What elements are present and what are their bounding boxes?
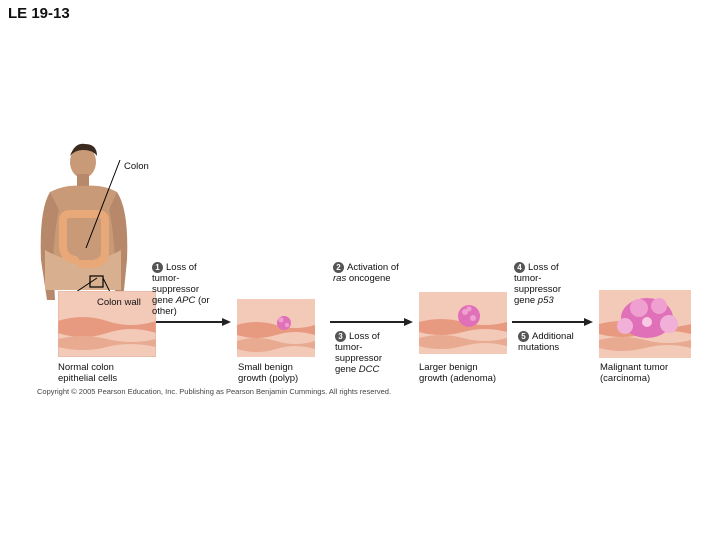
step-2-line-2: oncogene (346, 273, 390, 284)
step-3-number: 3 (335, 331, 346, 342)
step-4-line-3: suppressor (514, 284, 561, 295)
malignant-line-2: (carcinoma) (600, 373, 668, 384)
step-4-line-1: Loss of (528, 262, 559, 273)
small-benign-line-2: growth (polyp) (238, 373, 298, 384)
malignant-label: Malignant tumor (carcinoma) (600, 362, 668, 384)
colon-wall-label: Colon wall (97, 297, 141, 308)
step-4-number: 4 (514, 262, 525, 273)
step-1-line-2: tumor- (152, 273, 210, 284)
step-4-gene: p53 (538, 295, 554, 306)
step-3-line-1: Loss of (349, 331, 380, 342)
step-5-line-1: Additional (532, 331, 574, 342)
larger-benign-line-1: Larger benign (419, 362, 496, 373)
step-4-line-4: gene (514, 295, 538, 306)
small-benign-label: Small benign growth (polyp) (238, 362, 298, 384)
arrow-3 (512, 318, 593, 326)
step-2-line-1: Activation of (347, 262, 399, 273)
larger-benign-line-2: growth (adenoma) (419, 373, 496, 384)
arrow-1 (156, 318, 231, 326)
step-1-number: 1 (152, 262, 163, 273)
step-1-line-4b: (or (195, 295, 209, 306)
step-2-gene: ras (333, 273, 346, 284)
step-1-gene: APC (176, 295, 196, 306)
step-4-line-2: tumor- (514, 273, 561, 284)
malignant-line-1: Malignant tumor (600, 362, 668, 373)
step-3-gene: DCC (359, 364, 380, 375)
step-1-line-1: Loss of (166, 262, 197, 273)
normal-cells-line-1: Normal colon (58, 362, 117, 373)
step-1-line-3: suppressor (152, 284, 210, 295)
copyright-notice: Copyright © 2005 Pearson Education, Inc.… (37, 387, 391, 396)
arrow-2 (330, 318, 413, 326)
colon-label: Colon (124, 161, 149, 172)
small-benign-line-1: Small benign (238, 362, 298, 373)
step-3-line-2: tumor- (335, 342, 382, 353)
normal-cells-label: Normal colon epithelial cells (58, 362, 117, 384)
step-3-line-4: gene (335, 364, 359, 375)
normal-cells-line-2: epithelial cells (58, 373, 117, 384)
step-3-line-3: suppressor (335, 353, 382, 364)
step-5-line-2: mutations (518, 342, 574, 353)
larger-benign-label: Larger benign growth (adenoma) (419, 362, 496, 384)
step-5-number: 5 (518, 331, 529, 342)
step-2-number: 2 (333, 262, 344, 273)
step-1-line-4: gene (152, 295, 176, 306)
step-1-line-5: other) (152, 306, 210, 317)
